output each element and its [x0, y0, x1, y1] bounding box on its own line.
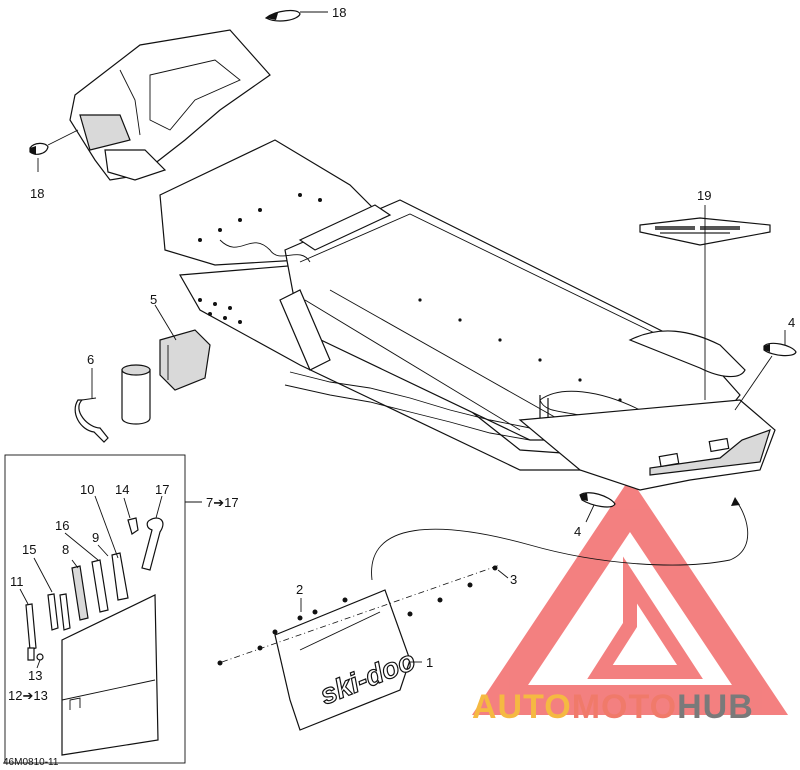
- chassis-frame: [159, 139, 776, 491]
- callout-19: 19: [697, 188, 711, 203]
- callout-7-17: 7➔17: [206, 495, 239, 510]
- callout-15: 15: [22, 542, 36, 557]
- trim-cap-top: [264, 9, 301, 22]
- watermark-inner-mark: [587, 556, 703, 679]
- callout-4-top: 4: [788, 315, 795, 330]
- callout-6: 6: [87, 352, 94, 367]
- trim-cap-rear: [763, 342, 797, 357]
- callout-1: 1: [426, 655, 433, 670]
- snow-flap: ski-doo: [274, 589, 420, 731]
- tool-kit-box: [4, 454, 202, 764]
- callout-4-bottom: 4: [574, 524, 581, 539]
- strap: [74, 397, 109, 443]
- callout-11: 11: [10, 574, 24, 589]
- drawing-code: 46M0810-11: [3, 757, 59, 768]
- callout-18-top: 18: [332, 5, 346, 20]
- trim-cap-left: [29, 142, 49, 155]
- watermark-moto: MOTO: [572, 688, 677, 726]
- callout-10: 10: [80, 482, 94, 497]
- callouts: 18 18 19 4 4 5 6 7➔17 10 14 17 16 9 15 8…: [8, 5, 795, 703]
- watermark-hub: HUB: [677, 688, 754, 726]
- watermark-logo: [471, 477, 789, 715]
- watermark-triangle: [471, 477, 789, 715]
- hardware-bolts: [217, 565, 498, 666]
- watermark-auto: AUTO: [472, 688, 572, 726]
- callout-18-left: 18: [30, 186, 44, 201]
- callout-17: 17: [155, 482, 169, 497]
- callout-13: 13: [28, 668, 42, 683]
- callout-16: 16: [55, 518, 69, 533]
- electrical-box: [159, 329, 211, 391]
- front-body-panel: [69, 29, 271, 181]
- trim-cap-bottom: [579, 492, 616, 508]
- callout-8: 8: [62, 542, 69, 557]
- callout-9: 9: [92, 530, 99, 545]
- callout-14: 14: [115, 482, 129, 497]
- leader-lines: [19, 11, 786, 669]
- watermark-text: AUTOMOTOHUB: [472, 688, 754, 726]
- callout-5: 5: [150, 292, 157, 307]
- callout-12-13: 12➔13: [8, 688, 48, 703]
- tool-pouch-cylinder: [121, 364, 151, 425]
- callout-2: 2: [296, 582, 303, 597]
- callout-3: 3: [510, 572, 517, 587]
